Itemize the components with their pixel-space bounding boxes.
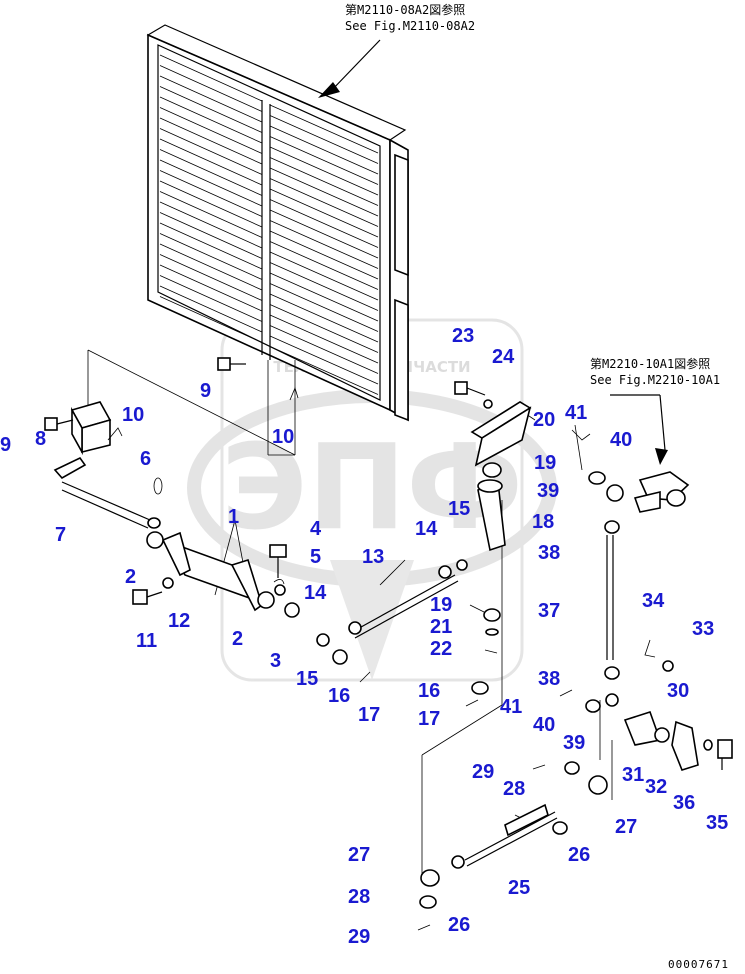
callout-32: 32 <box>645 776 667 798</box>
callout-16b: 16 <box>328 685 350 707</box>
clamp-block <box>70 401 112 456</box>
long-rod <box>606 535 614 660</box>
reference-right-en: See Fig.M2210-10A1 <box>590 373 720 387</box>
callout-23: 23 <box>452 325 474 347</box>
callout-8: 8 <box>35 428 46 450</box>
callout-35: 35 <box>706 812 728 834</box>
callout-labels: 1 2 2 3 4 5 6 7 8 9 9 10 10 11 12 13 14 … <box>0 325 728 948</box>
turnbuckle-rod-lower <box>464 803 558 867</box>
callout-41a: 41 <box>565 402 587 424</box>
callout-29b: 29 <box>348 926 370 948</box>
callout-1: 1 <box>228 506 239 528</box>
callout-19a: 19 <box>534 452 556 474</box>
callout-38a: 38 <box>538 542 560 564</box>
reference-top-jp: 第M2110-08A2図参照 <box>345 2 465 17</box>
callout-4: 4 <box>310 518 322 540</box>
callout-5: 5 <box>310 546 321 568</box>
callout-36: 36 <box>673 792 695 814</box>
callout-10a: 10 <box>122 404 144 426</box>
callout-17b: 17 <box>358 704 380 726</box>
callout-15a: 15 <box>448 498 470 520</box>
callout-21: 21 <box>430 616 452 638</box>
callout-37: 37 <box>538 600 560 622</box>
reference-right-jp: 第M2210-10A1図参照 <box>590 356 710 371</box>
right-lever <box>633 471 690 513</box>
callout-14a: 14 <box>415 518 438 540</box>
callout-13: 13 <box>362 546 384 568</box>
callout-39b: 39 <box>563 732 585 754</box>
reference-top-en: See Fig.M2110-08A2 <box>345 19 475 33</box>
reference-arrow-top <box>318 39 381 98</box>
callout-28b: 28 <box>348 886 370 908</box>
louver-grille <box>146 24 409 422</box>
callout-11: 11 <box>136 630 157 652</box>
callout-2b: 2 <box>232 628 243 650</box>
callout-27b: 27 <box>348 844 370 866</box>
callout-33: 33 <box>692 618 714 640</box>
callout-12: 12 <box>168 610 190 632</box>
callout-18: 18 <box>532 511 554 533</box>
callout-28a: 28 <box>503 778 525 800</box>
lever-bracket <box>161 531 263 612</box>
hardware <box>44 357 733 931</box>
callout-22: 22 <box>430 638 452 660</box>
callout-6: 6 <box>140 448 151 470</box>
callout-3: 3 <box>270 650 281 672</box>
callout-34: 34 <box>642 590 665 612</box>
reference-arrow-right <box>610 394 668 465</box>
callout-19b: 19 <box>430 594 452 616</box>
callout-40a: 40 <box>610 429 632 451</box>
callout-27a: 27 <box>615 816 637 838</box>
callout-26b: 26 <box>448 914 470 936</box>
watermark-main-text: ЭПФ <box>221 418 523 556</box>
callout-30: 30 <box>667 680 689 702</box>
plate-bracket <box>470 401 532 467</box>
callout-20: 20 <box>533 409 555 431</box>
callout-7: 7 <box>55 524 66 546</box>
shaft <box>53 456 161 529</box>
callout-17a: 17 <box>418 708 440 730</box>
turnbuckle-rod-upper <box>351 574 459 639</box>
document-number: 00007671 <box>668 958 729 971</box>
callout-15b: 15 <box>296 668 318 690</box>
callout-38b: 38 <box>538 668 560 690</box>
callout-14b: 14 <box>304 582 327 604</box>
callout-41b: 41 <box>500 696 522 718</box>
callout-9a: 9 <box>200 380 211 402</box>
callout-16a: 16 <box>418 680 440 702</box>
callout-10b: 10 <box>272 426 294 448</box>
callout-40b: 40 <box>533 714 555 736</box>
bell-crank <box>623 711 699 771</box>
callout-24: 24 <box>492 346 515 368</box>
vertical-lever <box>477 479 506 552</box>
callout-25: 25 <box>508 877 530 899</box>
callout-26a: 26 <box>568 844 590 866</box>
callout-39a: 39 <box>537 480 559 502</box>
callout-31: 31 <box>622 764 644 786</box>
callout-2a: 2 <box>125 566 136 588</box>
callout-29a: 29 <box>472 761 494 783</box>
callout-9b: 9 <box>0 434 11 456</box>
